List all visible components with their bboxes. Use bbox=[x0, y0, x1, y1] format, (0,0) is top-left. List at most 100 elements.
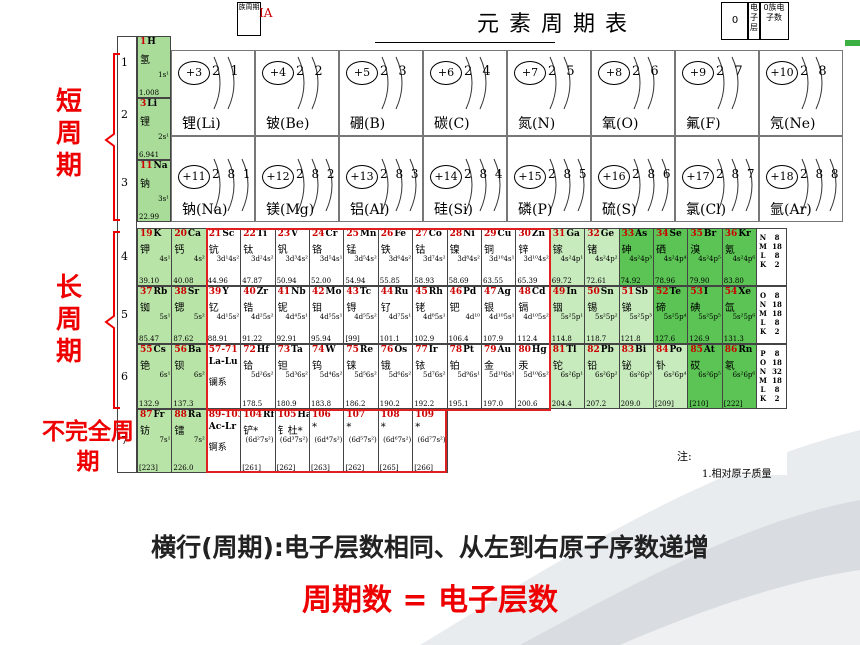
atomic-mass: 204.4 bbox=[551, 400, 572, 408]
symbol-text: Nb bbox=[291, 287, 306, 297]
chinese-name: 钫 bbox=[140, 426, 150, 437]
atomic-number: 79 bbox=[484, 345, 497, 355]
electron-config: 5d¹⁰6s² bbox=[523, 371, 549, 379]
atomic-number: 76 bbox=[380, 345, 394, 355]
symbol-text: Se bbox=[669, 229, 682, 239]
element-label: 氮(N) bbox=[518, 116, 556, 132]
electron-config: 5s¹ bbox=[159, 313, 171, 321]
electron-shell-arcs bbox=[381, 158, 417, 212]
electron-config: 3d⁶4s² bbox=[388, 255, 412, 263]
element-symbol: 48Cd bbox=[518, 287, 545, 297]
chinese-name: 钡 bbox=[174, 361, 185, 372]
element-symbol: 21Sc bbox=[209, 229, 235, 239]
atomic-mass: [262] bbox=[345, 464, 365, 472]
symbol-text: Tc bbox=[359, 287, 372, 297]
symbol-text: Te bbox=[669, 287, 681, 297]
atomic-number: 88 bbox=[174, 410, 187, 420]
atomic-number: 89-103 bbox=[208, 410, 242, 420]
period-number-1: 1 bbox=[121, 56, 128, 69]
element-symbol: 77Ir bbox=[415, 345, 437, 355]
atomic-mass: 190.2 bbox=[379, 400, 400, 408]
chinese-name: 钙 bbox=[174, 245, 185, 256]
electron-shell-arcs bbox=[297, 56, 319, 110]
electron-config: 4d⁴5s¹ bbox=[285, 313, 308, 321]
element-symbol: 26Fe bbox=[381, 229, 406, 239]
shell-letters: P O N M L K bbox=[759, 349, 767, 403]
atomic-number: 81 bbox=[552, 345, 566, 355]
symbol-text: Xe bbox=[738, 287, 752, 297]
atomic-mass: 114.8 bbox=[551, 335, 572, 343]
atomic-number: 31 bbox=[552, 229, 566, 239]
atomic-mass: [99] bbox=[345, 335, 360, 343]
atomic-number: 87 bbox=[140, 410, 153, 420]
atomic-number: 37 bbox=[140, 287, 153, 297]
atomic-number: 57-71 bbox=[208, 345, 238, 355]
chinese-name: 氪 bbox=[724, 245, 735, 256]
element-symbol: 56Ba bbox=[174, 345, 201, 355]
atomic-mass: 131.3 bbox=[723, 335, 744, 343]
symbol-text: Zr bbox=[256, 287, 269, 297]
element-symbol: 80Hg bbox=[518, 345, 546, 355]
electron-config: (6d²7s²) bbox=[245, 436, 274, 444]
element-symbol: 89-103 bbox=[208, 410, 242, 420]
electron-config: 5s²5p⁴ bbox=[663, 313, 687, 321]
element-symbol: 43Tc bbox=[346, 287, 371, 297]
shell-counts: 2 4 bbox=[464, 64, 494, 79]
atomic-number: 49 bbox=[552, 287, 566, 297]
electron-config: 6s²6p² bbox=[594, 371, 618, 379]
atomic-number: 78 bbox=[449, 345, 463, 355]
shell-counts: 2 8 7 bbox=[716, 167, 757, 181]
atomic-mass: 63.55 bbox=[483, 277, 504, 285]
electron-config: 4s²4p¹ bbox=[560, 255, 584, 263]
chinese-name: 钴 bbox=[415, 245, 426, 256]
atomic-mass: 22.99 bbox=[139, 213, 160, 221]
atomic-number: 40 bbox=[243, 287, 256, 297]
atomic-mass: [223] bbox=[139, 464, 158, 472]
element-symbol: 49In bbox=[553, 287, 577, 297]
shell-counts: 8 18 8 2 bbox=[772, 233, 782, 269]
symbol-text: Rn bbox=[738, 345, 753, 355]
symbol-text: Bi bbox=[635, 345, 647, 355]
atomic-number: 39 bbox=[208, 287, 222, 297]
electron-config: 4d⁵5s² bbox=[354, 313, 377, 321]
atomic-number: 3 bbox=[140, 99, 147, 109]
chinese-name: 铂 bbox=[449, 361, 460, 372]
element-symbol: 35Br bbox=[690, 229, 716, 239]
electron-config: 4d¹⁰ bbox=[465, 313, 480, 321]
atomic-number: 72 bbox=[243, 345, 256, 355]
electron-config: 4s²4p⁴ bbox=[663, 255, 687, 263]
atomic-mass: 137.3 bbox=[173, 400, 194, 408]
atomic-number: 33 bbox=[621, 229, 635, 239]
electron-config: 5s² bbox=[193, 313, 205, 321]
transition-outline-upper bbox=[206, 228, 551, 411]
atomic-number: 83 bbox=[621, 345, 635, 355]
atomic-mass: 69.72 bbox=[551, 277, 572, 285]
note-title: 注: bbox=[677, 450, 692, 463]
chinese-name: Ac-Lr bbox=[208, 422, 237, 432]
electron-config: 4d⁵5s¹ bbox=[319, 313, 343, 321]
electron-config: 5s²5p⁶ bbox=[732, 313, 756, 321]
electron-config: 7s¹ bbox=[159, 436, 171, 444]
chinese-name: 锗 bbox=[587, 245, 598, 256]
atomic-number: 44 bbox=[380, 287, 394, 297]
electron-config: 2s¹ bbox=[158, 133, 169, 141]
element-symbol: 72Hf bbox=[243, 345, 269, 355]
zero-group-label: 0 bbox=[721, 2, 749, 40]
shell-letters: O N M L K bbox=[759, 291, 767, 336]
chinese-name: La-Lu bbox=[208, 357, 238, 367]
atomic-number: 80 bbox=[518, 345, 531, 355]
element-symbol: 20Ca bbox=[174, 229, 201, 239]
electron-config: 5s²5p¹ bbox=[560, 313, 584, 321]
symbol-text: Pd bbox=[463, 287, 477, 297]
atomic-number: 48 bbox=[518, 287, 531, 297]
